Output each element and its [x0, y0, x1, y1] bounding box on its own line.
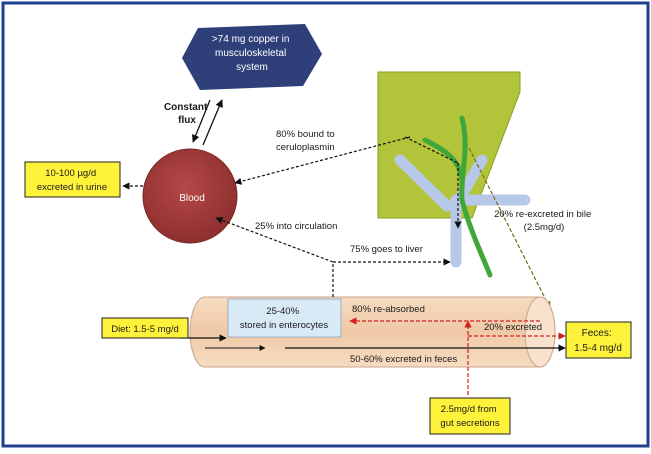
bile-duct — [422, 115, 493, 278]
reabsorbed-label: 80% re-absorbed — [352, 304, 425, 315]
diet-box: Diet: 1.5-5 mg/d — [101, 317, 189, 339]
copper-store-line-1: >74 mg copper in — [212, 34, 290, 45]
enterocytes-box: 25-40% stored in enterocytes — [227, 298, 342, 338]
circulation-label: 25% into circulation — [255, 221, 337, 232]
ceruloplasmin-label: 80% bound to ceruloplasmin — [276, 129, 337, 153]
urine-line-2: excreted in urine — [37, 182, 107, 193]
ceruloplasmin-arrow — [234, 136, 411, 185]
svg-text:Feces: 1.5-4 mg/d: Feces: 1.5-4 mg/d — [574, 328, 622, 354]
svg-text:>74 mg copper in musculo: >74 mg copper in musculoskeletal system — [212, 34, 292, 73]
diet-label: Diet: 1.5-5 mg/d — [111, 324, 179, 335]
gut-secretions-box: 2.5mg/d from gut secretions — [429, 397, 511, 435]
gut-line-1: 2.5mg/d from — [441, 404, 497, 415]
feces-line-1: Feces: — [582, 328, 612, 339]
hepatic-vessels — [394, 154, 531, 268]
enterocytes-line-1: 25-40% — [266, 306, 299, 317]
flux-arrow-to-blood — [192, 99, 211, 143]
flux-arrow-to-store — [202, 99, 223, 146]
liver-shape — [377, 71, 521, 219]
feces-line-2: 1.5-4 mg/d — [574, 343, 622, 354]
excreted-20-label: 20% excreted — [484, 322, 542, 333]
to-liver-label: 75% goes to liver — [350, 244, 423, 255]
svg-text:2.5mg/d from gut secreti: 2.5mg/d from gut secretions — [440, 404, 499, 429]
musculoskeletal-copper-node: >74 mg copper in musculoskeletal system — [182, 24, 322, 90]
blood-node — [142, 148, 238, 244]
blood-label: Blood — [179, 193, 205, 204]
constant-flux-label: Constant flux — [164, 102, 210, 126]
urine-excretion-box: 10-100 µg/d excreted in urine — [24, 161, 121, 198]
svg-text:25-40% stored in enteroc: 25-40% stored in enterocytes — [240, 306, 328, 331]
excreted-feces-label: 50-60% excreted in feces — [350, 354, 457, 365]
enterocytes-line-2: stored in enterocytes — [240, 320, 328, 331]
copper-store-line-2: musculoskeletal — [215, 48, 286, 59]
to-circulation-arrow — [215, 216, 334, 263]
svg-text:10-100 µg/d excreted in: 10-100 µg/d excreted in urine — [37, 168, 107, 193]
bile-label: 20% re-excreted in bile (2.5mg/d) — [494, 209, 594, 233]
copper-store-line-3: system — [236, 62, 268, 73]
gut-line-2: gut secretions — [440, 418, 499, 429]
urine-line-1: 10-100 µg/d — [45, 168, 96, 179]
feces-box: Feces: 1.5-4 mg/d — [565, 321, 632, 359]
